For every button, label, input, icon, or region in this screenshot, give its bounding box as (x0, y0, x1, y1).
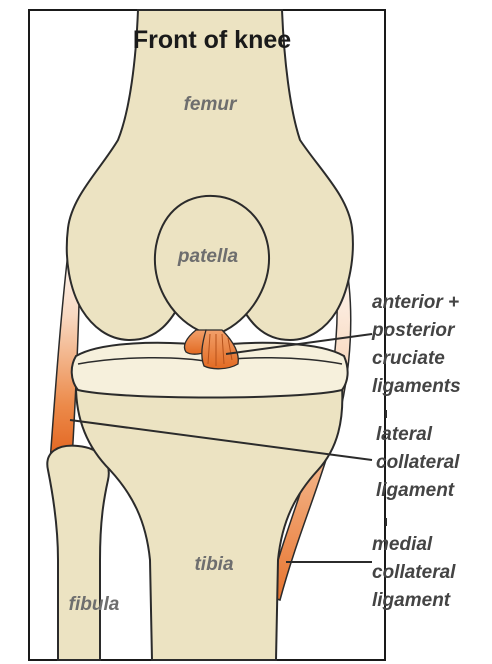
femur-label: femur (184, 94, 238, 115)
medial-callout-line: ligament (372, 590, 451, 611)
cruciate-callout-line: anterior + (372, 292, 459, 313)
medial-callout-line: medial (372, 534, 433, 555)
diagram-title: Front of knee (133, 26, 291, 54)
fibula-label: fibula (69, 594, 120, 615)
cruciate-callout-line: ligaments (372, 376, 461, 397)
medial-callout-line: collateral (372, 562, 456, 583)
lateral-callout: lateral collateral ligament (376, 424, 465, 501)
tibia-label: tibia (194, 554, 233, 575)
cruciate-callout-line: cruciate (372, 348, 445, 369)
lateral-callout-line: ligament (376, 480, 455, 501)
patella-label: patella (177, 246, 239, 267)
cruciate-callout-line: posterior (371, 320, 456, 341)
lateral-callout-line: lateral (376, 424, 433, 445)
medial-callout: medial collateral ligament (372, 534, 461, 611)
lateral-callout-line: collateral (376, 452, 460, 473)
